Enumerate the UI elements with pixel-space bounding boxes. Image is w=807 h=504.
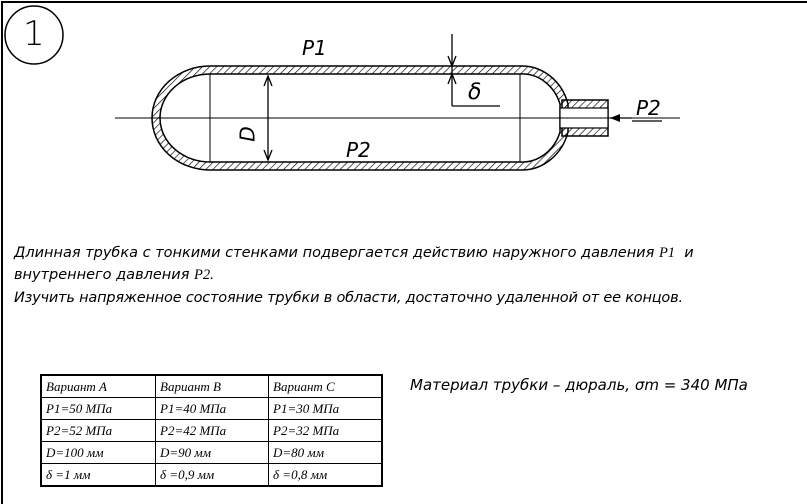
table-row: P1=50 МПа P1=40 МПа P1=30 МПа (40, 397, 383, 420)
table-header: Вариант A (40, 374, 156, 398)
label-diameter: D (235, 126, 260, 142)
table-cell: D=100 мм (40, 441, 156, 464)
label-p2-inner: P2 (346, 138, 371, 162)
table-cell: P1=40 МПа (155, 397, 269, 420)
problem-text-line-3: Изучить напряженное состояние трубки в о… (14, 290, 683, 306)
table-cell: P2=32 МПа (268, 419, 383, 442)
table-row: P2=52 МПа P2=42 МПа P2=32 МПа (40, 419, 383, 442)
table-cell: δ =0,8 мм (268, 463, 383, 487)
table-cell: δ =0,9 мм (155, 463, 269, 487)
label-p2-outer: P2 (636, 96, 661, 120)
table-header: Вариант C (268, 374, 383, 398)
table-header: Вариант B (155, 374, 269, 398)
symbol-p2: P2. (194, 267, 214, 283)
table-row: D=100 мм D=90 мм D=80 мм (40, 441, 383, 464)
table-cell: P1=50 МПа (40, 397, 156, 420)
text: и (684, 245, 694, 261)
label-p1: P1 (302, 36, 327, 60)
table-header-row: Вариант A Вариант B Вариант C (40, 374, 383, 398)
table-cell: δ =1 мм (40, 463, 156, 487)
table-cell: P2=42 МПа (155, 419, 269, 442)
table-cell: D=90 мм (155, 441, 269, 464)
symbol-p1: P1 (658, 245, 676, 261)
table-cell: P1=30 МПа (268, 397, 383, 420)
problem-text-line-1: Длинная трубка с тонкими стенками подвер… (14, 245, 694, 262)
material-text: Материал трубки – дюраль, σm = 340 МПа (410, 376, 748, 394)
variants-table: Вариант A Вариант B Вариант C P1=50 МПа … (40, 374, 383, 487)
problem-number-circle (4, 5, 64, 65)
text: Длинная трубка с тонкими стенками подвер… (14, 245, 655, 261)
text: внутреннего давления (14, 267, 190, 283)
problem-text-line-2: внутреннего давления P2. (14, 267, 214, 284)
label-thickness: δ (468, 80, 482, 105)
problem-number: 1 (23, 14, 45, 54)
table-row: δ =1 мм δ =0,9 мм δ =0,8 мм (40, 463, 383, 487)
table-cell: P2=52 МПа (40, 419, 156, 442)
table-cell: D=80 мм (268, 441, 383, 464)
